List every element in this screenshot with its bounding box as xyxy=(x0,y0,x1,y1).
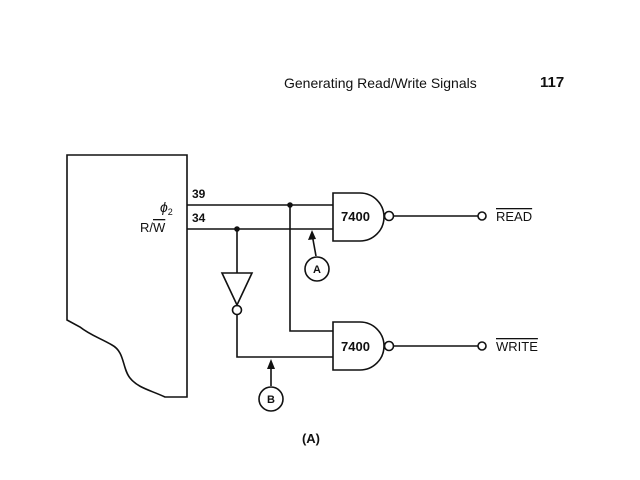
write-terminal xyxy=(477,341,487,351)
nand-bottom-output-bubble xyxy=(383,340,395,352)
figure-caption: (A) xyxy=(302,431,320,446)
marker-a-arrowhead xyxy=(308,230,316,240)
marker-a-label: A xyxy=(313,264,321,276)
phi2-label: ϕ2 xyxy=(160,199,173,217)
nand-gate-top xyxy=(332,192,385,242)
inverter-output-wire xyxy=(236,315,333,358)
marker-b-circle xyxy=(258,386,284,412)
read-output-label: READ xyxy=(496,209,532,224)
nand-top-label: 7400 xyxy=(341,209,370,224)
phi2-branch-wire xyxy=(289,205,333,332)
inverter-triangle xyxy=(220,272,254,307)
read-terminal xyxy=(477,211,487,221)
write-output-label: WRITE xyxy=(496,339,538,354)
inverter-bubble xyxy=(231,304,243,316)
pin-34-label: 34 xyxy=(192,211,206,225)
pin-39-label: 39 xyxy=(192,187,206,201)
marker-b-label: B xyxy=(267,394,275,406)
marker-a-circle xyxy=(304,256,330,282)
rw-label: R/W xyxy=(140,220,166,235)
processor-chip-outline xyxy=(66,154,188,398)
nand-bottom-label: 7400 xyxy=(341,339,370,354)
marker-b-arrowhead xyxy=(267,359,275,369)
nand-gate-bottom xyxy=(332,321,385,371)
page-header-title: Generating Read/Write Signals xyxy=(284,75,477,91)
nand-top-output-bubble xyxy=(383,210,395,222)
page-number: 117 xyxy=(540,74,565,91)
